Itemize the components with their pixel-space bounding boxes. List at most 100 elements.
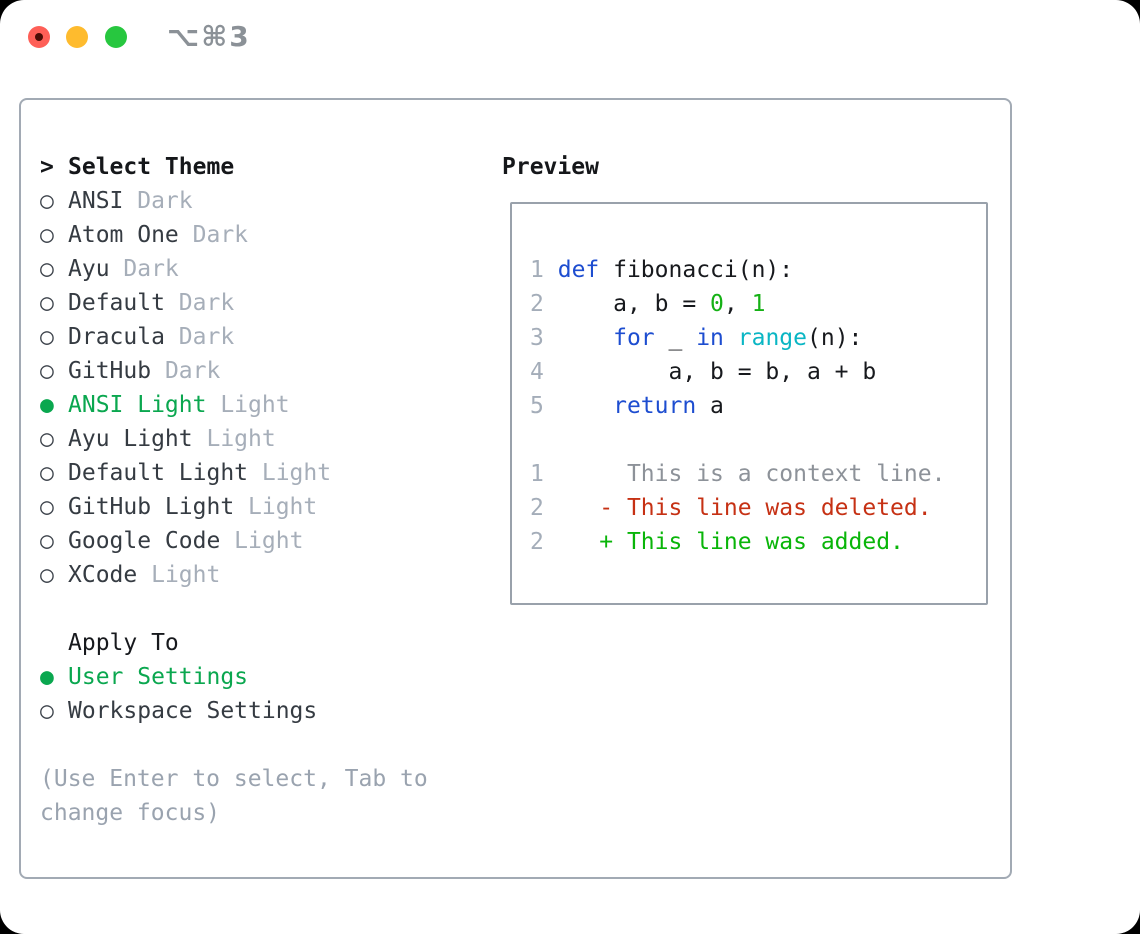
diff-text: - This line was deleted. — [557, 495, 932, 521]
minimize-button[interactable] — [66, 26, 88, 48]
code-segment — [558, 393, 613, 419]
apply-option-user-settings[interactable]: ● User Settings — [40, 660, 428, 694]
code-line: 2 a, b = 0, 1 — [530, 287, 986, 321]
theme-option-ayu[interactable]: ○ Ayu Dark — [40, 252, 428, 286]
radio-unselected-icon: ○ — [40, 698, 54, 724]
code-segment: (n): — [807, 325, 863, 351]
radio-unselected-icon: ○ — [40, 460, 54, 486]
code-line: 1 def fibonacci(n): — [530, 253, 986, 287]
theme-option-github[interactable]: ○ GitHub Dark — [40, 354, 428, 388]
spacer — [40, 592, 428, 626]
theme-variant-tag: Light — [192, 426, 276, 452]
theme-picker-left-column: >Select Theme ○ANSI Dark○Atom One Dark○A… — [40, 150, 428, 830]
radio-unselected-icon: ○ — [40, 324, 54, 350]
zoom-button[interactable] — [105, 26, 127, 48]
radio-unselected-icon: ○ — [40, 256, 54, 282]
theme-option-github-light[interactable]: ○GitHub Light Light — [40, 490, 428, 524]
code-segment: return — [613, 393, 697, 419]
code-segment: 0 — [710, 291, 724, 317]
theme-name: ANSI — [68, 188, 124, 214]
code-segment: in — [696, 325, 724, 351]
line-number: 2 — [530, 291, 544, 317]
close-recording-dot-icon — [35, 33, 43, 41]
code-line: 4 a, b = b, a + b — [530, 355, 986, 389]
blank-line — [530, 423, 986, 457]
theme-name: Ayu Light — [68, 426, 193, 452]
keyboard-shortcut-label: ⌥⌘3 — [167, 20, 251, 53]
theme-option-xcode[interactable]: ○ XCode Light — [40, 558, 428, 592]
theme-variant-tag: Light — [206, 392, 290, 418]
diff-line-added: 2 + This line was added. — [530, 525, 986, 559]
radio-unselected-icon: ○ — [40, 358, 54, 384]
theme-option-dracula[interactable]: ○Dracula Dark — [40, 320, 428, 354]
theme-option-ansi[interactable]: ○ ANSI Dark — [40, 184, 428, 218]
line-number: 4 — [530, 359, 544, 385]
radio-unselected-icon: ○ — [40, 290, 54, 316]
apply-to-header: Apply To — [40, 626, 428, 660]
code-line: 5 return a — [530, 389, 986, 423]
theme-option-default-light[interactable]: ○Default Light Light — [40, 456, 428, 490]
help-text-line-2: change focus) — [40, 800, 221, 826]
diff-text: This is a context line. — [557, 461, 946, 487]
theme-option-atom-one[interactable]: ○Atom One Dark — [40, 218, 428, 252]
theme-variant-tag: Light — [248, 460, 332, 486]
theme-name: XCode — [68, 562, 138, 588]
code-segment: def — [557, 257, 600, 283]
radio-selected-icon: ● — [40, 392, 54, 418]
theme-variant-tag: Light — [220, 528, 304, 554]
theme-variant-tag: Light — [137, 562, 221, 588]
theme-variant-tag: Dark — [123, 188, 193, 214]
titlebar: ⌥⌘3 — [0, 0, 1140, 74]
theme-variant-tag: Light — [234, 494, 318, 520]
line-number: 2 — [530, 495, 544, 521]
theme-name: Dracula — [68, 324, 165, 350]
code-segment: a, b = — [557, 291, 711, 317]
theme-picker-panel: >Select Theme ○ANSI Dark○Atom One Dark○A… — [19, 98, 1012, 879]
theme-name: Google Code — [68, 528, 221, 554]
theme-option-ansi-light[interactable]: ● ANSI Light Light — [40, 388, 428, 422]
diff-line-context: 1 This is a context line. — [530, 457, 986, 491]
theme-name: ANSI Light — [68, 392, 207, 418]
apply-option-label: User Settings — [68, 664, 249, 690]
theme-name: Ayu — [68, 256, 110, 282]
theme-variant-tag: Dark — [164, 290, 235, 316]
theme-name: Default — [68, 290, 165, 316]
apply-option-workspace-settings[interactable]: ○ Workspace Settings — [40, 694, 428, 728]
theme-variant-tag: Dark — [151, 358, 221, 384]
radio-unselected-icon: ○ — [40, 494, 54, 520]
radio-unselected-icon: ○ — [40, 528, 54, 554]
theme-name: GitHub — [68, 358, 152, 384]
code-segment — [558, 325, 613, 351]
theme-option-ayu-light[interactable]: ○Ayu Light Light — [40, 422, 428, 456]
apply-to-list: ● User Settings ○ Workspace Settings — [40, 660, 428, 728]
theme-option-default[interactable]: ○ Default Dark — [40, 286, 428, 320]
code-segment: range — [737, 325, 808, 351]
line-number: 5 — [530, 393, 544, 419]
diff-line-deleted: 2 - This line was deleted. — [530, 491, 986, 525]
code-segment: a, b = b, a + b — [557, 359, 877, 385]
select-theme-header: > Select Theme — [40, 150, 428, 184]
code-segment: _ — [654, 325, 697, 351]
focus-caret-icon: > — [40, 154, 54, 180]
apply-option-label: Workspace Settings — [68, 698, 318, 724]
close-button[interactable] — [28, 26, 50, 48]
code-segment: , — [723, 291, 752, 317]
code-segment — [724, 325, 738, 351]
code-segment: a — [696, 393, 724, 419]
help-text-line-1: (Use Enter to select, Tab to — [40, 766, 428, 792]
radio-selected-icon: ● — [40, 664, 54, 690]
code-segment: for — [613, 325, 655, 351]
radio-unselected-icon: ○ — [40, 562, 54, 588]
select-theme-title: Select Theme — [68, 154, 235, 180]
theme-option-google-code[interactable]: ○ Google Code Light — [40, 524, 428, 558]
theme-name: Atom One — [68, 222, 179, 248]
theme-variant-tag: Dark — [109, 256, 179, 282]
radio-unselected-icon: ○ — [40, 222, 54, 248]
spacer — [40, 728, 428, 762]
radio-unselected-icon: ○ — [40, 188, 54, 214]
code-segment: 1 — [751, 291, 766, 317]
